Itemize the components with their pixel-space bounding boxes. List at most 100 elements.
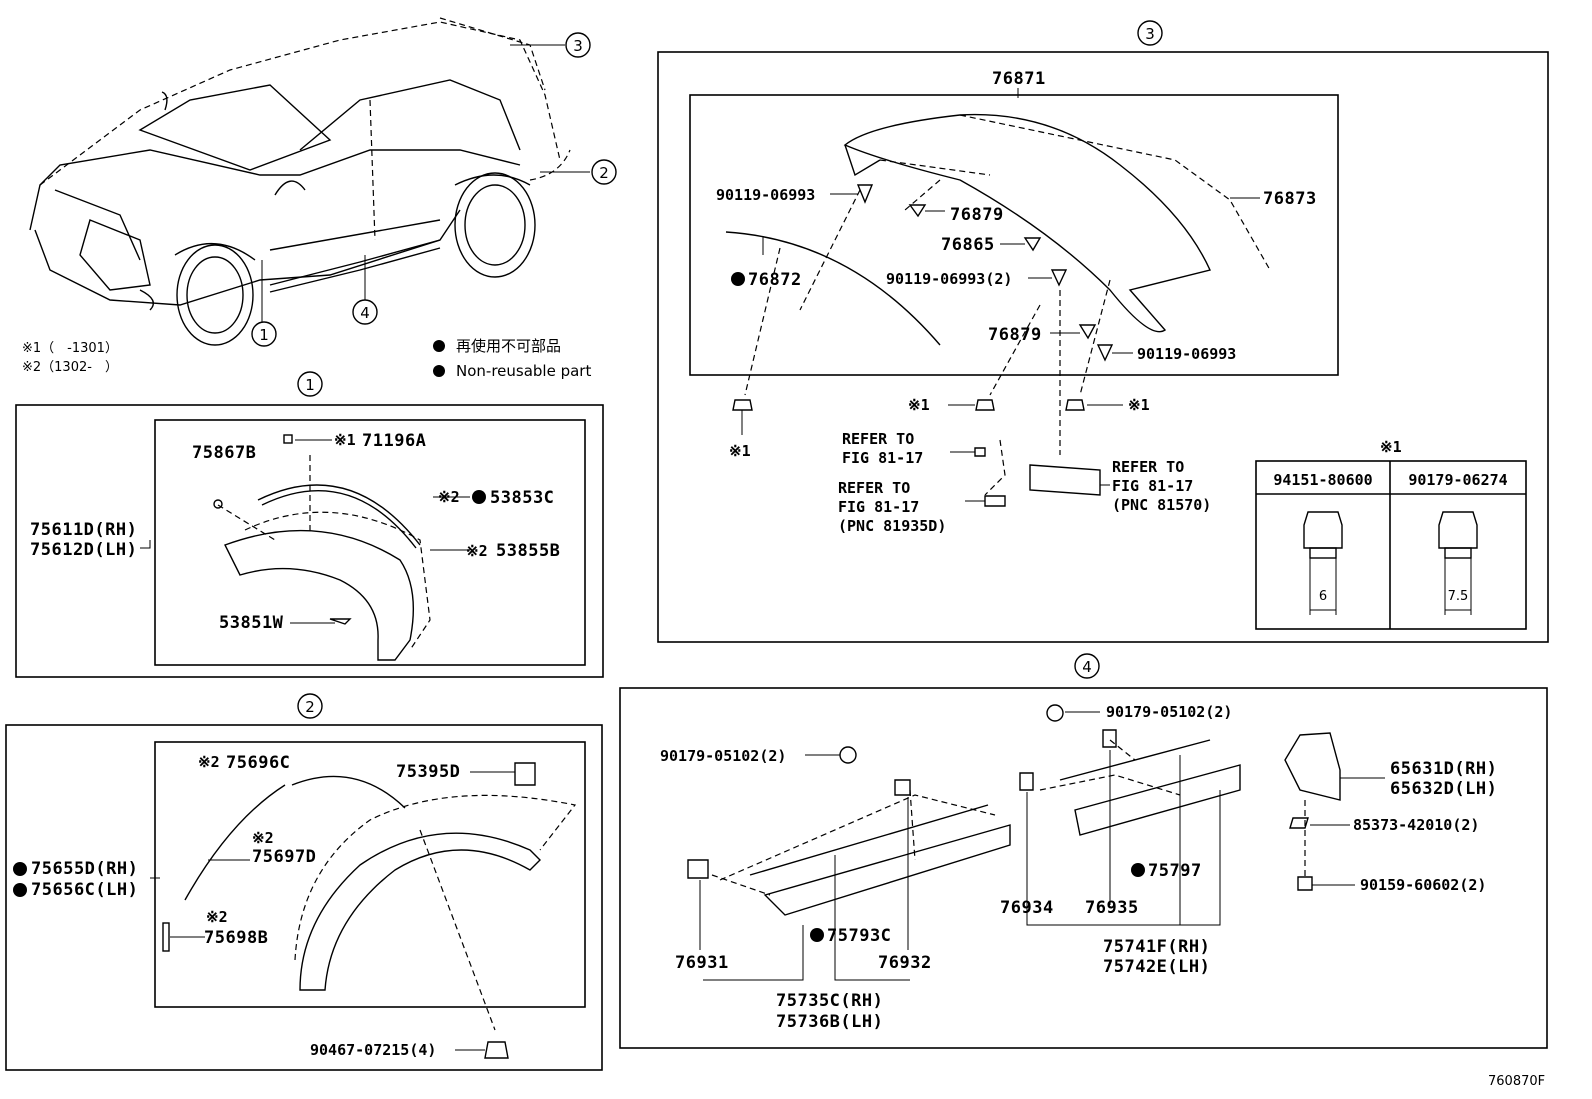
section-2-callout: 2 [297,693,323,719]
part-75741f-rh: 75741F(RH) [1103,937,1210,957]
nonreuse-dot-icon [731,272,745,286]
part-65632d-lh: 65632D(LH) [1390,779,1497,799]
part-90179-05102-b: 90179-05102(2) [1106,703,1232,721]
svg-text:3: 3 [1145,25,1155,43]
part-76872: 76872 [748,270,802,290]
part-76935: 76935 [1085,898,1139,918]
section-2-frame [5,724,603,1071]
mark-clip-b: ※1 [908,396,930,414]
part-75395d: 75395D [396,762,460,782]
svg-text:2: 2 [305,698,315,716]
refer-2-line3: (PNC 81935D) [838,517,946,535]
legend-nonreuse-en: Non-reusable part [456,362,591,380]
part-76871: 76871 [992,69,1046,89]
section-1-frame [15,404,604,678]
section-1-callout: 1 [297,371,323,397]
legend-nonreuse-jp: 再使用不可部品 [456,337,561,355]
section-3-frame [657,51,1549,643]
mark-75698b: ※2 [206,908,228,926]
part-65631d-rh: 65631D(RH) [1390,759,1497,779]
svg-text:1: 1 [305,376,315,394]
dim-6: 6 [1319,589,1327,604]
part-90119-06993-a: 90119-06993 [716,186,815,204]
part-76934: 76934 [1000,898,1054,918]
part-71196a: 71196A [362,431,426,451]
refer-3-line1: REFER TO [1112,458,1184,476]
clip-table-mark: ※1 [1380,438,1402,456]
section-3-callout: 3 [1137,20,1163,46]
part-75611d-rh: 75611D(RH) [30,520,137,540]
part-76879-b: 76879 [988,325,1042,345]
section-1-inner-frame [154,419,586,666]
section-2-parts [150,762,577,1059]
part-76879-a: 76879 [950,205,1004,225]
part-76932: 76932 [878,953,932,973]
section-2-inner-frame [154,741,586,1008]
svg-text:3: 3 [573,37,583,55]
part-75742e-lh: 75742E(LH) [1103,957,1210,977]
part-76865: 76865 [941,235,995,255]
vehicle-overview [29,17,590,346]
part-75797: 75797 [1148,861,1202,881]
figure-id: 760870F [1488,1074,1545,1089]
callout-4-top: 4 [352,299,378,325]
legend-mark1: ※1（ -1301） [22,341,118,356]
svg-text:2: 2 [599,164,609,182]
mark-53855b: ※2 [466,542,488,560]
mark-71196a: ※1 [334,431,356,449]
part-85373-42010: 85373-42010(2) [1353,816,1479,834]
refer-3-line3: (PNC 81570) [1112,496,1211,514]
part-53851w: 53851W [219,613,284,633]
svg-text:4: 4 [1082,658,1092,676]
section-4-parts [687,704,1385,981]
part-75656c-lh: 75656C(LH) [31,880,138,900]
section-4-frame [619,687,1548,1049]
clip-table: ※1 94151-80600 90179-06274 6 7.5 [1255,438,1527,630]
nonreuse-dot-icon [433,365,445,377]
callout-2-top: 2 [591,159,617,185]
part-75655d-rh: 75655D(RH) [31,859,138,879]
part-75612d-lh: 75612D(LH) [30,540,137,560]
nonreuse-dot-icon [13,883,27,897]
mark-53853c: ※2 [438,488,460,506]
refer-2-line1: REFER TO [838,479,910,497]
nonreuse-dot-icon [810,928,824,942]
dim-7-5: 7.5 [1448,589,1469,604]
nonreuse-dot-icon [1131,863,1145,877]
part-75867b: 75867B [192,443,256,463]
clip-table-col1: 94151-80600 [1273,471,1372,489]
callout-1-top: 1 [251,321,277,347]
part-76873: 76873 [1263,189,1317,209]
mark-75697d: ※2 [252,829,274,847]
refer-1-line1: REFER TO [842,430,914,448]
section-3-inner-frame [689,94,1339,376]
part-75698b: 75698B [204,928,268,948]
section-3-parts [725,88,1271,507]
part-90467-07215: 90467-07215(4) [310,1041,436,1059]
section-1-parts [140,434,470,661]
nonreuse-dot-icon [13,862,27,876]
mark-clip-c: ※1 [1128,396,1150,414]
part-53855b: 53855B [496,541,560,561]
part-53853c: 53853C [490,488,554,508]
part-90119-06993-b: 90119-06993(2) [886,270,1012,288]
part-76931: 76931 [675,953,729,973]
part-75736b-lh: 75736B(LH) [776,1012,883,1032]
part-90179-05102-a: 90179-05102(2) [660,747,786,765]
refer-1-line2: FIG 81-17 [842,449,923,467]
legend-mark2: ※2（1302- ） [22,360,118,375]
mark-clip-a: ※1 [729,442,751,460]
refer-2-line2: FIG 81-17 [838,498,919,516]
refer-3-line2: FIG 81-17 [1112,477,1193,495]
svg-text:4: 4 [360,304,370,322]
part-90119-06993-c: 90119-06993 [1137,345,1236,363]
part-75697d: 75697D [252,847,316,867]
section-4-callout: 4 [1074,653,1100,679]
mark-75696c: ※2 [198,753,220,771]
clip-table-col2: 90179-06274 [1408,471,1507,489]
part-75793c: 75793C [827,926,891,946]
callout-3-top: 3 [565,32,591,58]
part-75696c: 75696C [226,753,290,773]
svg-text:1: 1 [259,326,269,344]
